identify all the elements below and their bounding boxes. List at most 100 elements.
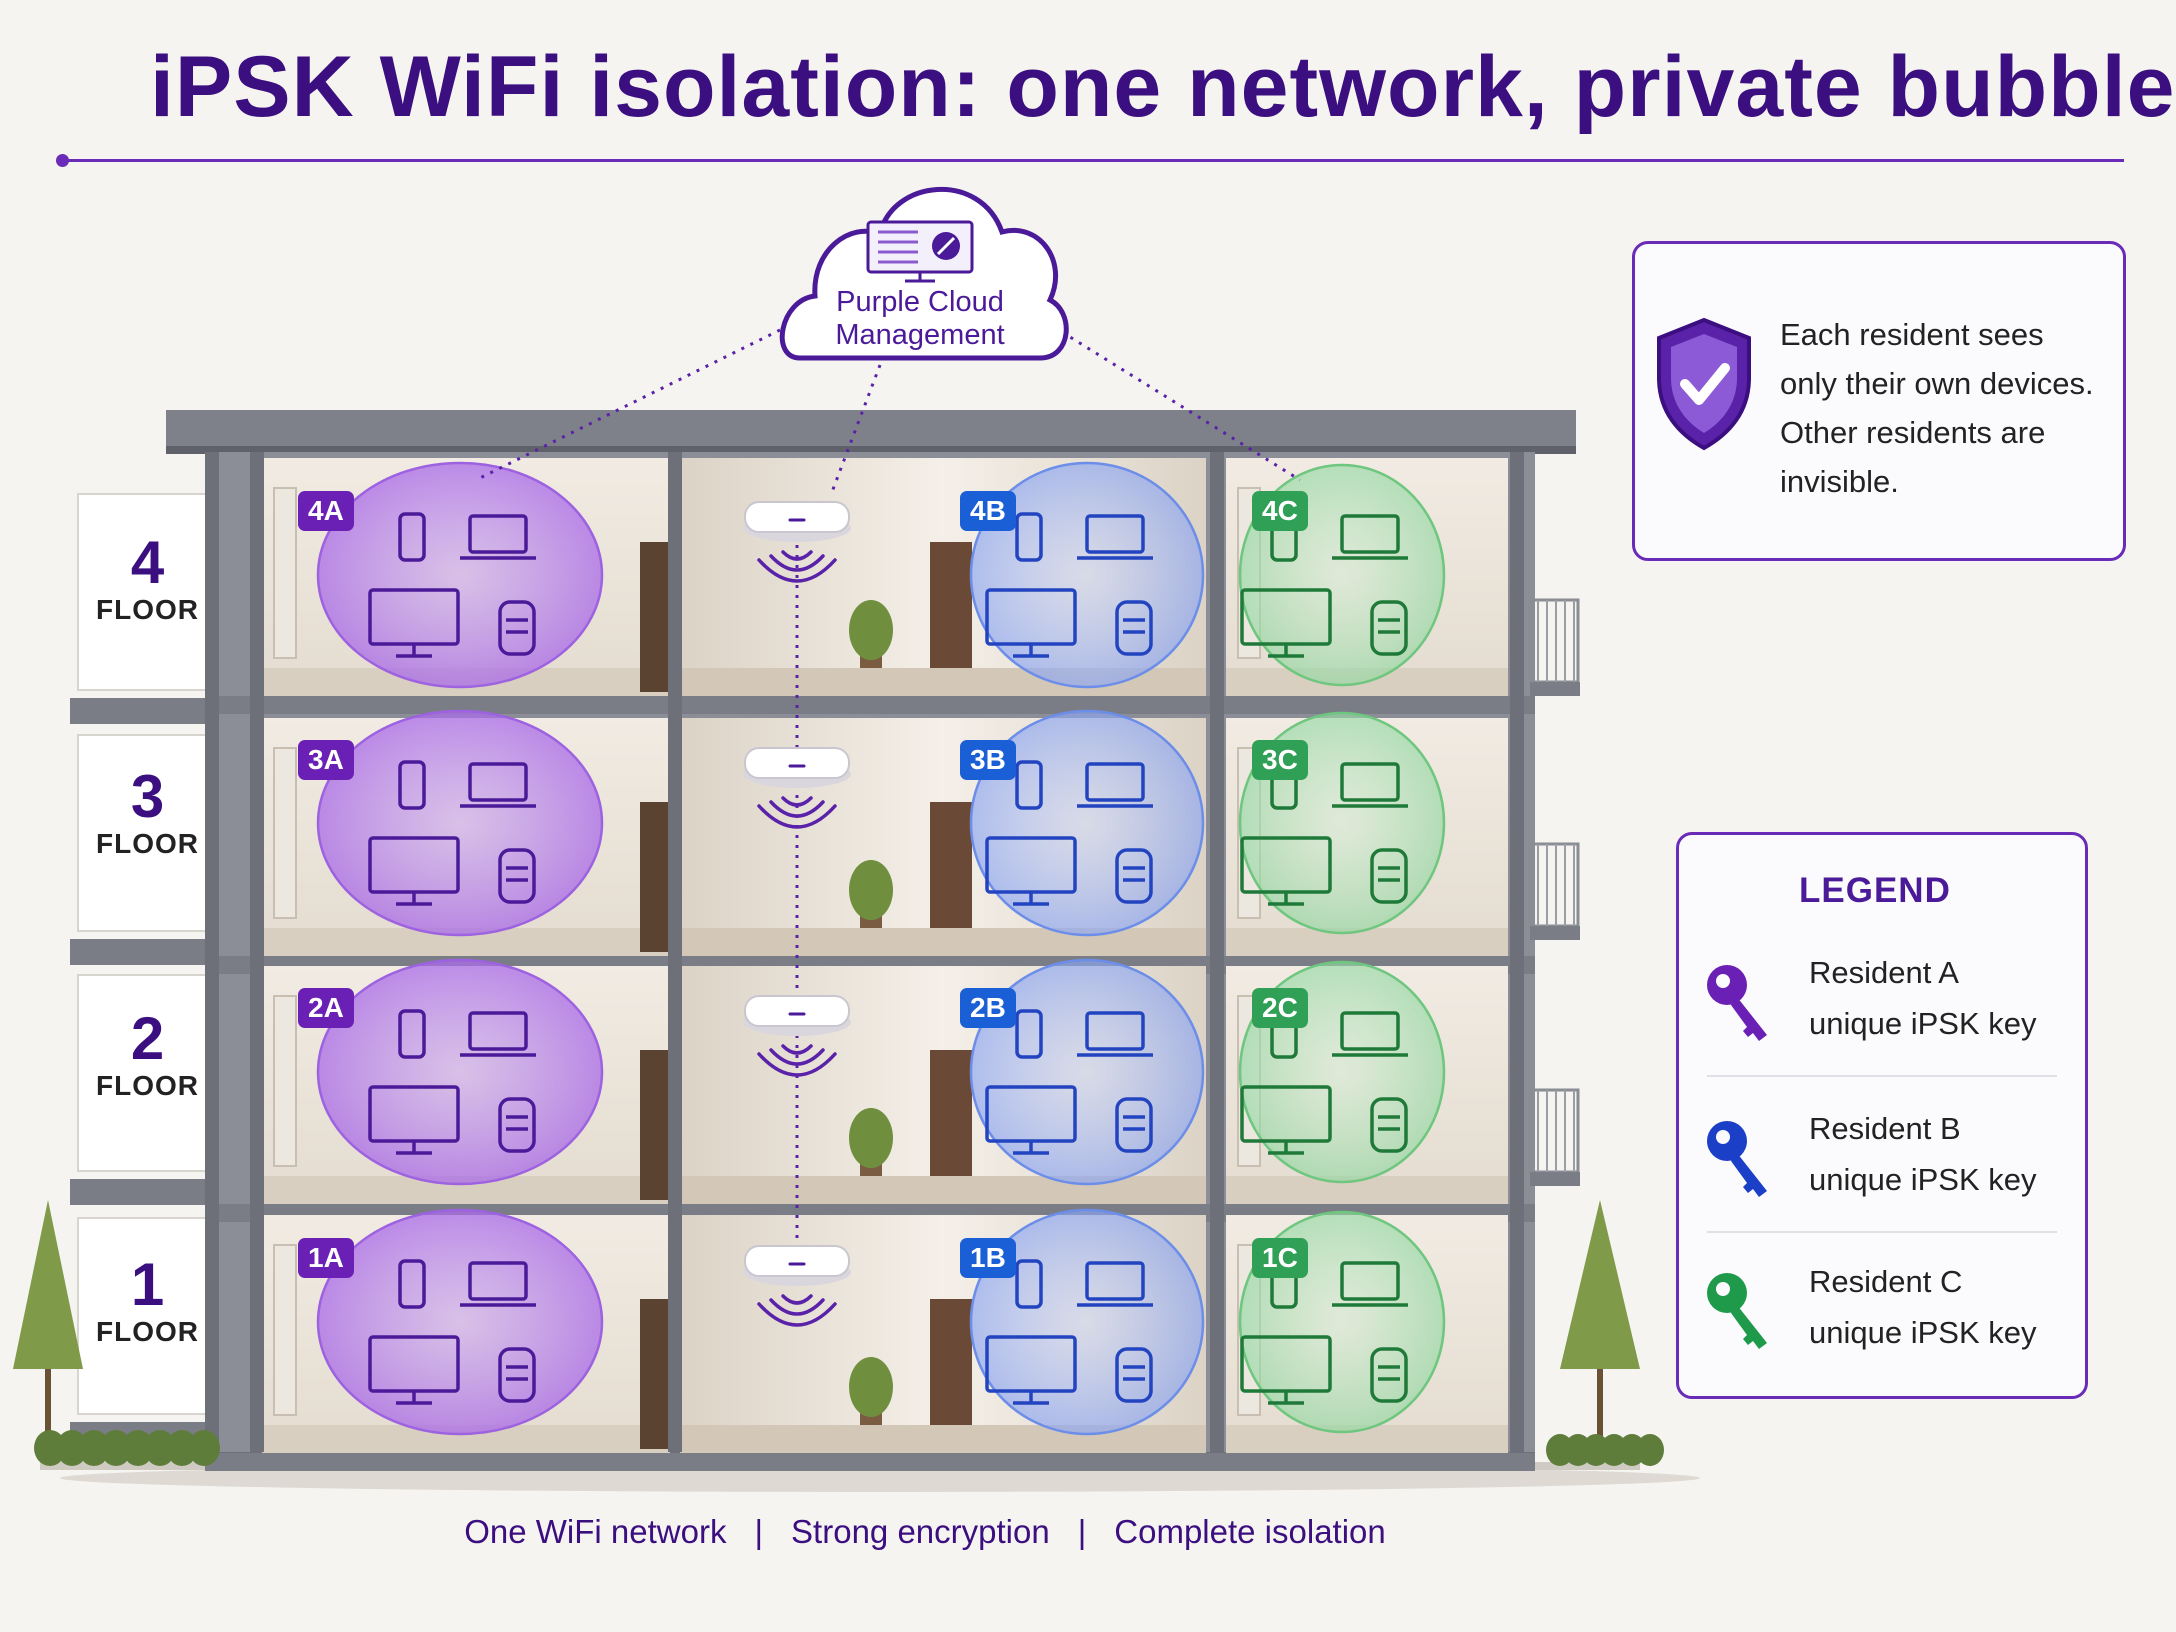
plant-leaves [849, 600, 893, 660]
legend-item-a-line1: Resident A [1809, 955, 1959, 990]
laptop-icon [1085, 514, 1145, 554]
unit-badge-2a: 2A [298, 988, 354, 1028]
wifi-signal-icon [781, 1044, 813, 1055]
phone-icon [1015, 1259, 1043, 1309]
floor-slab [205, 696, 1535, 714]
wifi-signal-icon [781, 1294, 813, 1305]
floor-label-1: 1 FLOOR [80, 1254, 215, 1348]
resident-a-bubble [316, 461, 604, 689]
phone-icon [398, 1009, 426, 1059]
window [273, 995, 297, 1167]
cloud-label-line1: Purple Cloud [836, 286, 1004, 318]
footer-tagline: One WiFi network | Strong encryption | Compl… [0, 1513, 1850, 1551]
smart-speaker-icon [1370, 600, 1408, 656]
column [1210, 452, 1224, 1452]
column [250, 452, 264, 1452]
legend-item-c-line2: unique iPSK key [1809, 1315, 2037, 1350]
legend-item-c-line1: Resident C [1809, 1264, 1963, 1299]
laptop-icon [1340, 1261, 1400, 1301]
legend-item-b-line2: unique iPSK key [1809, 1162, 2037, 1197]
smart-speaker-icon [498, 1097, 536, 1153]
laptop-icon [468, 1261, 528, 1301]
shrub [1636, 1434, 1664, 1466]
resident-a-bubble [316, 958, 604, 1186]
laptop-icon [1085, 1261, 1145, 1301]
plant-leaves [849, 1108, 893, 1168]
info-line-2: only their own devices. [1780, 366, 2094, 401]
smart-speaker-icon [1115, 848, 1153, 904]
phone-icon [1015, 760, 1043, 810]
door [640, 1050, 672, 1200]
shrub [144, 1430, 176, 1466]
footer-item: Complete isolation [1114, 1513, 1386, 1550]
wifi-signal-icon [757, 804, 837, 829]
footer-separator: | [1077, 1513, 1087, 1550]
floor-label-3: 3 FLOOR [80, 766, 215, 860]
access-point [744, 501, 850, 533]
smart-speaker-icon [1115, 1347, 1153, 1403]
wifi-signal-icon [769, 554, 825, 572]
door [930, 542, 972, 692]
unit-badge-3b: 3B [960, 740, 1016, 780]
floor-word: FLOOR [96, 594, 199, 625]
phone-icon [1015, 1009, 1043, 1059]
floor-slab [205, 1453, 1535, 1471]
unit-badge-1a: 1A [298, 1238, 354, 1278]
hall-floor [680, 1176, 1206, 1204]
floor-word: FLOOR [96, 1070, 199, 1101]
smart-speaker-icon [1115, 1097, 1153, 1153]
floor-label-box [77, 493, 219, 691]
floor-number: 4 [130, 529, 165, 596]
wifi-signal-icon [781, 550, 813, 561]
floor-number: 1 [130, 1251, 165, 1318]
laptop-icon [468, 762, 528, 802]
wifi-signal-icon [781, 796, 813, 807]
floor-label-box [77, 974, 219, 1172]
floor-word: FLOOR [96, 1316, 199, 1347]
unit-badge-1b: 1B [960, 1238, 1016, 1278]
laptop-icon [1340, 762, 1400, 802]
access-point [744, 1245, 850, 1277]
floor-number: 2 [130, 1005, 165, 1072]
wifi-signal-icon [769, 800, 825, 818]
info-line-4: invisible. [1780, 464, 1899, 499]
resident-a-bubble [316, 1208, 604, 1436]
footer-separator: | [754, 1513, 764, 1550]
cloud-shape [779, 186, 1069, 361]
footer-item: One WiFi network [464, 1513, 727, 1550]
window [273, 1244, 297, 1416]
unit-badge-4a: 4A [298, 491, 354, 531]
phone-icon [398, 512, 426, 562]
smart-speaker-icon [1370, 1097, 1408, 1153]
column [668, 452, 682, 1452]
legend-divider [1707, 1231, 2057, 1233]
tree-canopy [13, 1200, 83, 1369]
footer-item: Strong encryption [791, 1513, 1050, 1550]
tree [1560, 1200, 1640, 1460]
laptop-icon [468, 514, 528, 554]
legend-title: LEGEND [1799, 871, 1951, 910]
cloud-label-line2: Management [835, 319, 1005, 351]
floor-label-box [77, 734, 219, 932]
access-point [744, 995, 850, 1027]
door [640, 802, 672, 952]
dashboard-chart-slice [936, 236, 956, 256]
room-floor [1226, 1176, 1508, 1204]
door [640, 542, 672, 692]
unit-badge-2c: 2C [1252, 988, 1308, 1028]
isolation-info-panel: Each resident sees only their own device… [1632, 241, 2126, 561]
key-icon [1707, 1121, 1767, 1197]
page-title: iPSK WiFi isolation: one network, privat… [150, 39, 2176, 135]
smart-speaker-icon [498, 600, 536, 656]
cloud-icon [779, 186, 1069, 361]
column [205, 452, 219, 1452]
smart-speaker-icon [498, 1347, 536, 1403]
smart-speaker-icon [498, 848, 536, 904]
phone-icon [398, 1259, 426, 1309]
shrub [166, 1430, 198, 1466]
balcony-slab [1530, 1172, 1580, 1186]
smart-speaker-icon [1370, 848, 1408, 904]
balcony-slab [1530, 926, 1580, 940]
